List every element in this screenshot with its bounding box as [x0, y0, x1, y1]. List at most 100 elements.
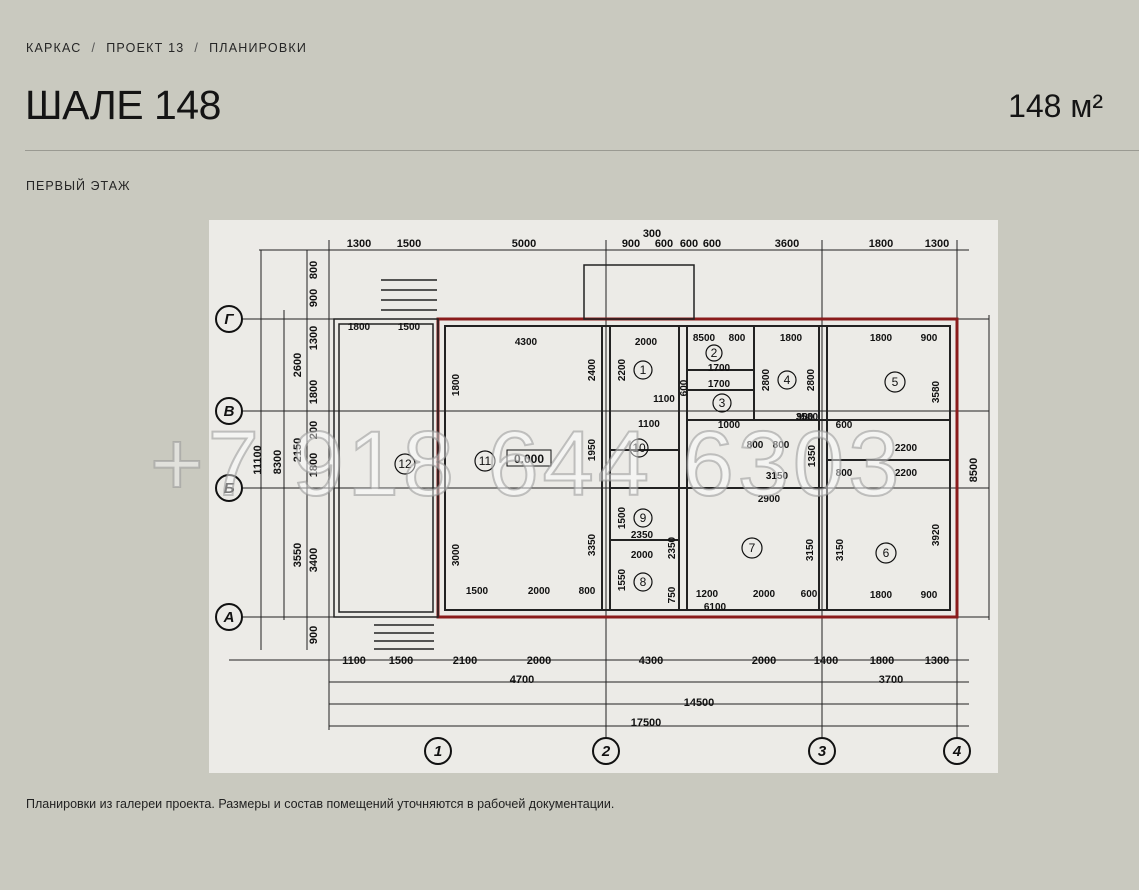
- dim-label: 2200: [617, 358, 628, 381]
- axis-col-label: 1: [434, 743, 442, 760]
- dim-label: 14500: [684, 697, 715, 709]
- room-number: 3: [719, 396, 726, 410]
- dim-label: 600: [680, 238, 698, 250]
- breadcrumb-item-project[interactable]: ПРОЕКТ 13: [106, 41, 185, 55]
- room-markers: 1 2 3 4 5 6 7 8 9 10 11 12: [394, 344, 906, 592]
- dim-label: 1700: [708, 379, 731, 390]
- dim-label: 800: [579, 586, 596, 597]
- dim-label: 600: [703, 238, 721, 250]
- dim-label: 900: [797, 412, 814, 423]
- dim-label: 1700: [708, 363, 731, 374]
- dim-label: 900: [921, 590, 938, 601]
- dim-label: 2000: [527, 655, 551, 667]
- dim-label: 2600: [292, 353, 304, 377]
- dim-label: 2000: [528, 586, 551, 597]
- dim-label: 600: [679, 379, 690, 396]
- dim-label: 3700: [879, 674, 903, 686]
- dim-label: 2400: [587, 358, 598, 381]
- dim-label: 3550: [292, 543, 304, 567]
- interior-walls: [444, 325, 951, 611]
- interior-dimensions: 4300 2000 800 1800 8500 1800 900 1800 15…: [348, 322, 938, 613]
- dim-label: 3150: [805, 538, 816, 561]
- dim-label: 800: [836, 468, 853, 479]
- floor-plan-image[interactable]: Г В Б А 1 2 3 4 1300 1500 5000 900 300 6…: [209, 220, 998, 773]
- dim-label: 300: [643, 228, 661, 240]
- room-number: 6: [883, 546, 890, 560]
- axis-row-label: А: [223, 609, 235, 626]
- floor-plan-drawing: Г В Б А 1 2 3 4 1300 1500 5000 900 300 6…: [215, 228, 990, 765]
- dim-label: 800: [747, 440, 764, 451]
- dim-label: 1300: [347, 238, 371, 250]
- room-number: 12: [398, 457, 412, 471]
- axis-col-label: 2: [601, 743, 611, 760]
- dim-label: 1300: [925, 238, 949, 250]
- room-number: 2: [711, 346, 718, 360]
- dim-label: 2350: [667, 536, 678, 559]
- house-area: 148 м²: [1008, 88, 1103, 124]
- page-title: ШАЛЕ 148: [25, 82, 221, 128]
- dim-label: 4700: [510, 674, 534, 686]
- level-mark: 0.000: [514, 452, 544, 466]
- dim-label: 3150: [835, 538, 846, 561]
- dim-label: 3920: [931, 523, 942, 546]
- dim-label: 1550: [617, 568, 628, 591]
- axis-markers: Г В Б А 1 2 3 4: [215, 305, 971, 765]
- dim-label: 800: [773, 440, 790, 451]
- dim-label: 3000: [451, 543, 462, 566]
- dim-label: 1800: [308, 380, 320, 404]
- dim-label: 800: [308, 261, 320, 279]
- interior-dimensions-vertical: 3920 3150 3150 3350 3000 1800 2400 2200 …: [451, 358, 942, 603]
- dim-label: 17500: [631, 717, 662, 729]
- dim-label: 2150: [292, 438, 304, 462]
- dim-label: 3150: [766, 471, 789, 482]
- header-divider: [25, 150, 1139, 151]
- dim-label: 900: [921, 333, 938, 344]
- dim-label: 3350: [587, 533, 598, 556]
- dim-label: 900: [308, 289, 320, 307]
- plan-caption: Планировки из галереи проекта. Размеры и…: [26, 797, 615, 811]
- dim-label: 600: [836, 420, 853, 431]
- room-number: 11: [479, 454, 492, 468]
- exterior-wall-outline: [436, 317, 959, 619]
- breadcrumb: КАРКАС / ПРОЕКТ 13 / ПЛАНИРОВКИ: [26, 41, 307, 55]
- room-number: 8: [640, 575, 647, 589]
- axis-row-label: В: [224, 403, 235, 420]
- dim-label: 1950: [587, 438, 598, 461]
- veranda: [333, 264, 695, 650]
- dim-label: 2000: [635, 337, 658, 348]
- breadcrumb-item-frame[interactable]: КАРКАС: [26, 41, 82, 55]
- dim-label: 1500: [466, 586, 489, 597]
- top-dimensions: 1300 1500 5000 900 300 600 600 600 3600 …: [347, 228, 949, 250]
- dim-label: 3600: [775, 238, 799, 250]
- dim-label: 1800: [451, 373, 462, 396]
- dim-label: 900: [622, 238, 640, 250]
- dim-label: 2900: [758, 494, 781, 505]
- dim-label: 1100: [638, 419, 660, 430]
- dim-label: 1300: [925, 655, 949, 667]
- breadcrumb-separator: /: [194, 41, 200, 55]
- floor-label: ПЕРВЫЙ ЭТАЖ: [26, 179, 131, 193]
- dim-label: 2000: [752, 655, 776, 667]
- dim-label: 750: [667, 586, 678, 603]
- dim-label: 1400: [814, 655, 838, 667]
- dim-label: 1800: [870, 333, 893, 344]
- dim-label: 600: [801, 589, 818, 600]
- dim-label: 8300: [272, 450, 284, 474]
- dim-label: 1500: [389, 655, 413, 667]
- dim-label: 2200: [895, 468, 918, 479]
- breadcrumb-separator: /: [91, 41, 97, 55]
- left-dimensions: 11100 2600 8300 2150 3550 800 900 1300 1…: [252, 261, 980, 644]
- dim-label: 4300: [639, 655, 663, 667]
- dim-label: 1800: [780, 333, 803, 344]
- dim-label: 1800: [870, 655, 894, 667]
- axis-row-label: Б: [224, 480, 235, 497]
- room-number: 9: [640, 511, 647, 525]
- breadcrumb-item-plans[interactable]: ПЛАНИРОВКИ: [209, 41, 308, 55]
- dim-label: 1000: [718, 420, 741, 431]
- dim-label: 1800: [308, 453, 320, 477]
- dim-label: 5000: [512, 238, 536, 250]
- room-number: 4: [784, 373, 791, 387]
- dim-label: 2800: [761, 368, 772, 391]
- room-number: 10: [632, 441, 646, 455]
- bottom-dimensions: 1100 1500 2100 2000 4300 2000 1400 1800 …: [342, 655, 949, 729]
